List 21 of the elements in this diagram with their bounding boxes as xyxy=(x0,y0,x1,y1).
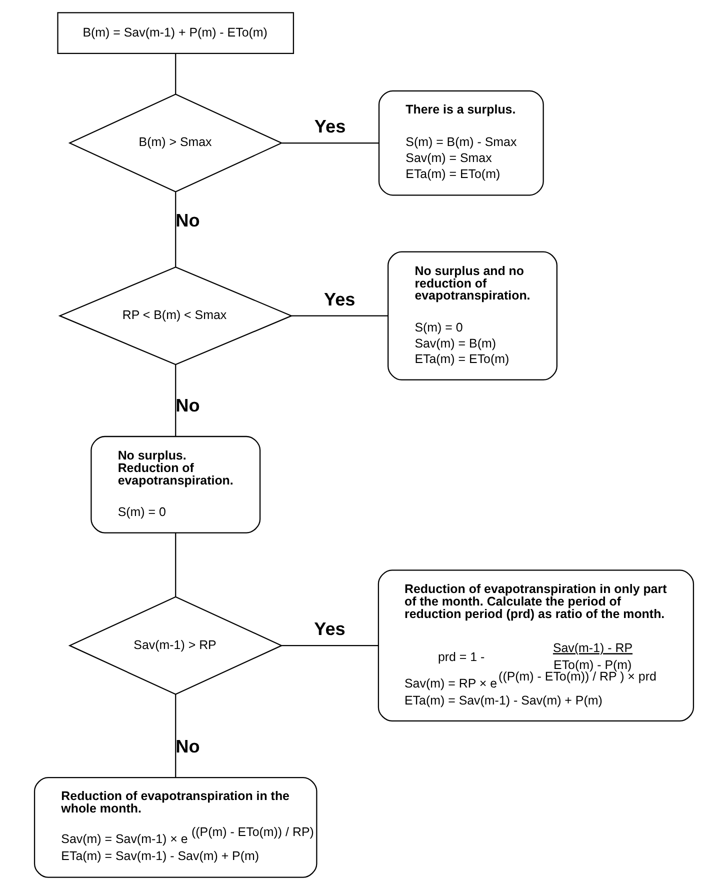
edge-label: Yes xyxy=(314,619,345,640)
node-box: B(m) = Sav(m-1) + P(m) - ETo(m) xyxy=(56,12,294,54)
node-box: No surplus. Reduction of evapotranspiration. S(m) = 0 xyxy=(90,436,260,534)
connector xyxy=(174,54,176,94)
connector xyxy=(174,694,176,778)
edge-label: No xyxy=(175,736,200,756)
edge-label: Yes xyxy=(323,289,355,310)
node-diamond: Sav(m-1) > RP xyxy=(68,596,282,695)
node-diamond: B(m) > Smax xyxy=(68,94,282,192)
edge-label: No xyxy=(175,210,200,231)
connector xyxy=(281,142,378,144)
connector xyxy=(291,315,388,316)
connector xyxy=(281,645,378,646)
connector xyxy=(174,364,176,436)
connector xyxy=(174,192,176,268)
edge-label: Yes xyxy=(314,116,346,137)
connector xyxy=(174,532,176,597)
node-diamond: RP < B(m) < Smax xyxy=(58,266,292,366)
node-box: No surplus and no reduction of evapotranspiration. S(m) = 0 Sav(m) = B(m) ETa(m) = ETo(m) xyxy=(387,251,557,380)
node-box: There is a surplus. S(m) = B(m) - Smax Sav(m) = Smax ETa(m) = ETo(m) xyxy=(378,90,544,196)
edge-label: No xyxy=(175,395,200,416)
